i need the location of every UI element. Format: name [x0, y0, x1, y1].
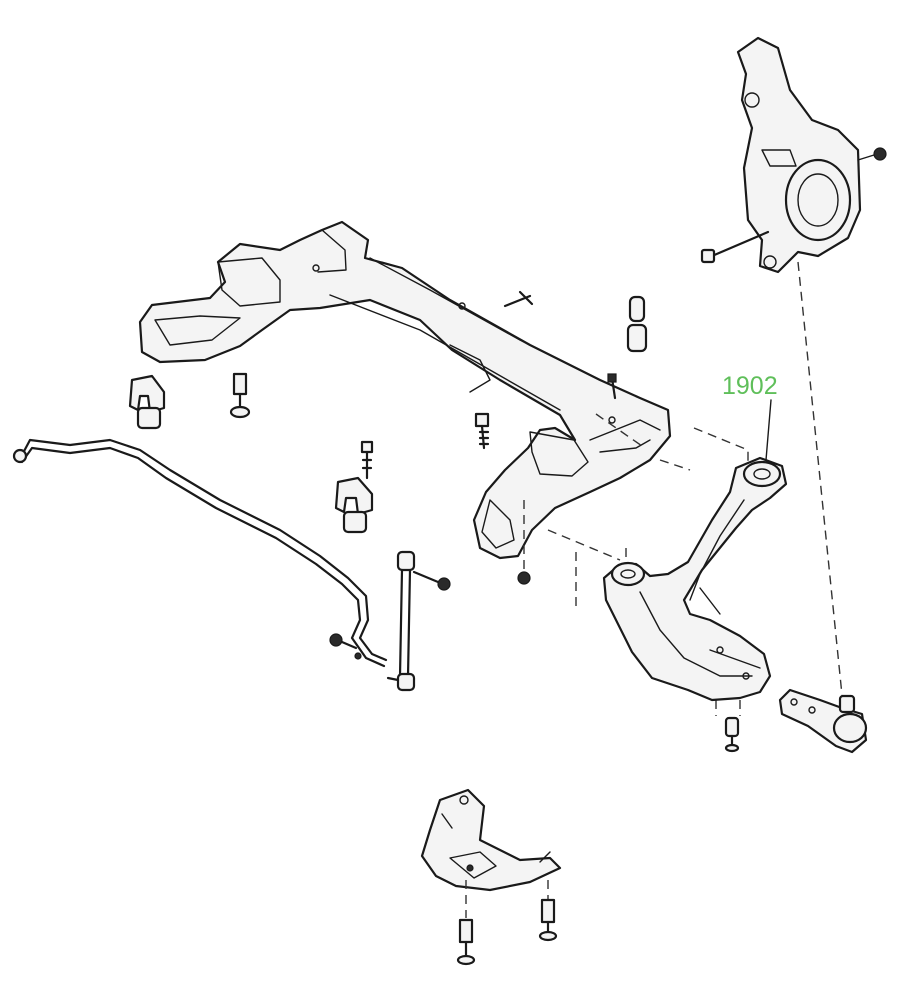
callout-1902: 1902: [722, 372, 778, 400]
lower-arm-bolt: [724, 716, 740, 753]
bracket-bolt-left: [456, 880, 476, 966]
ball-joint: [778, 688, 868, 754]
stabilizer-bushing-left: [128, 374, 166, 430]
steering-knuckle: [736, 36, 862, 274]
stabilizer-bushing-right: [334, 476, 374, 534]
bushing-bolt: [360, 440, 374, 480]
lower-control-arm: [602, 456, 788, 702]
knuckle-nut: [857, 147, 887, 161]
bracket-bolt-right: [538, 880, 558, 942]
assembly-line-knuckle: [797, 261, 843, 696]
stabilizer-bar: [12, 438, 388, 668]
stabilizer-link: [386, 550, 451, 692]
subframe-stud: [503, 290, 534, 308]
subframe-nut-lower: [517, 500, 531, 585]
mounting-bracket: [420, 788, 562, 892]
subframe-bolt-center: [474, 412, 490, 450]
link-nut-left: [329, 633, 362, 660]
subframe-dowel-top: [607, 295, 648, 400]
knuckle-pinch-bolt: [700, 230, 770, 264]
callout-leader: [765, 399, 772, 461]
subframe: [138, 220, 672, 560]
subframe-bolt-left: [229, 372, 251, 419]
